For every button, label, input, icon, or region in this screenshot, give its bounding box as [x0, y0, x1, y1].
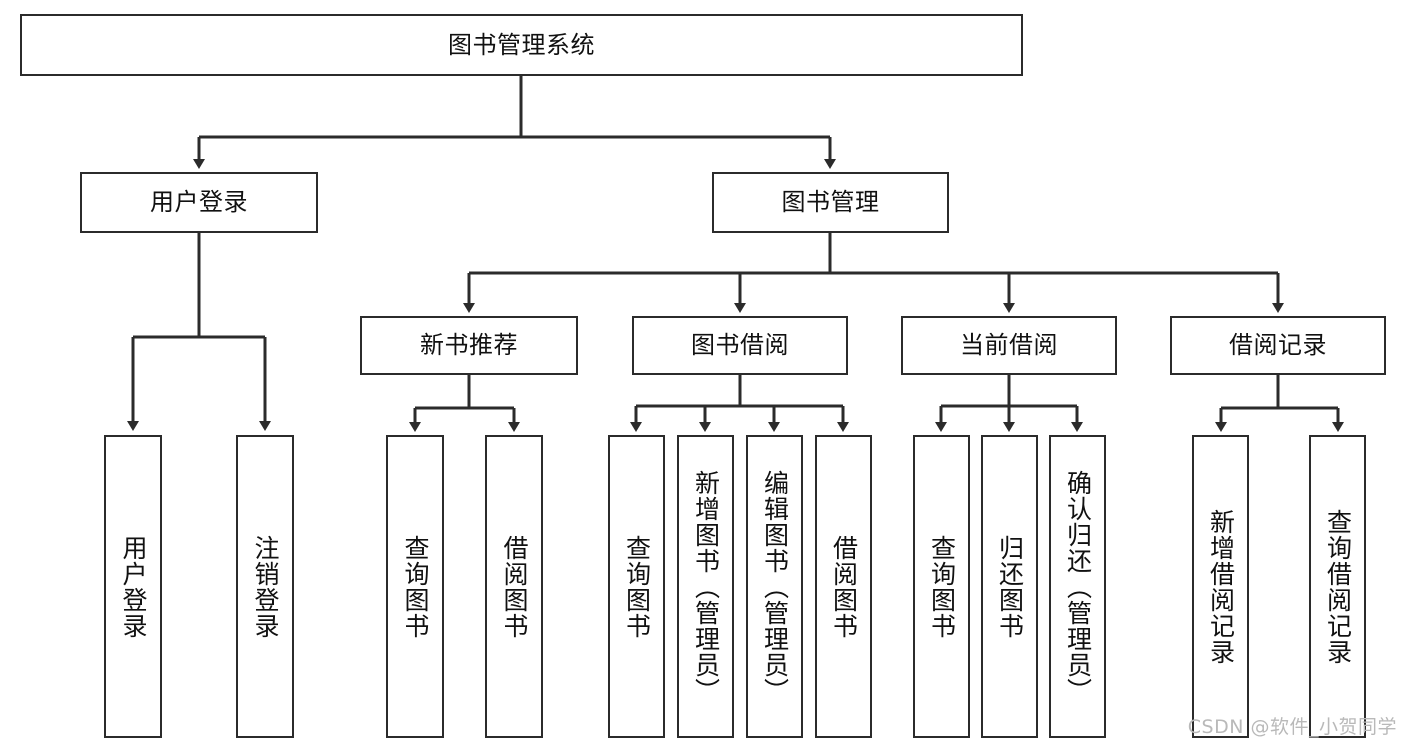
node-leaf-query-record[interactable]: 查询借阅记录	[1309, 435, 1366, 738]
node-leaf-user-login[interactable]: 用户登录	[104, 435, 162, 738]
node-book-borrow[interactable]: 图书借阅	[632, 316, 848, 375]
node-book-management-label: 图书管理	[781, 188, 880, 217]
node-user-login-label: 用户登录	[150, 188, 248, 217]
node-borrow-record-label: 借阅记录	[1229, 331, 1327, 360]
node-leaf-borrow-book-1[interactable]: 借阅图书	[485, 435, 543, 738]
node-new-book-recommend[interactable]: 新书推荐	[360, 316, 578, 375]
node-leaf-query-book-2-label: 查询图书	[622, 534, 652, 639]
node-book-management[interactable]: 图书管理	[712, 172, 949, 233]
node-leaf-add-book[interactable]: 新增图书（管理员）	[677, 435, 734, 738]
node-leaf-query-book-3-label: 查询图书	[927, 534, 957, 639]
node-leaf-borrow-book-1-label: 借阅图书	[500, 534, 529, 639]
node-leaf-query-book-1[interactable]: 查询图书	[386, 435, 444, 738]
node-leaf-user-logout[interactable]: 注销登录	[236, 435, 294, 738]
node-leaf-query-record-label: 查询借阅记录	[1323, 508, 1353, 665]
node-leaf-confirm-return[interactable]: 确认归还（管理员）	[1049, 435, 1106, 738]
node-leaf-edit-book-label: 编辑图书（管理员）	[760, 469, 790, 704]
node-leaf-add-record[interactable]: 新增借阅记录	[1192, 435, 1249, 738]
node-leaf-query-book-2[interactable]: 查询图书	[608, 435, 665, 738]
node-leaf-borrow-book-2-label: 借阅图书	[829, 534, 859, 639]
node-book-borrow-label: 图书借阅	[691, 331, 789, 360]
node-leaf-confirm-return-label: 确认归还（管理员）	[1063, 469, 1093, 704]
node-root-label: 图书管理系统	[448, 30, 595, 59]
node-current-borrow-label: 当前借阅	[960, 331, 1058, 360]
node-user-login[interactable]: 用户登录	[80, 172, 318, 233]
node-leaf-borrow-book-2[interactable]: 借阅图书	[815, 435, 872, 738]
node-root[interactable]: 图书管理系统	[20, 14, 1023, 76]
node-borrow-record[interactable]: 借阅记录	[1170, 316, 1386, 375]
node-leaf-query-book-3[interactable]: 查询图书	[913, 435, 970, 738]
node-new-book-recommend-label: 新书推荐	[420, 331, 518, 360]
node-leaf-edit-book[interactable]: 编辑图书（管理员）	[746, 435, 803, 738]
node-leaf-user-login-label: 用户登录	[119, 534, 148, 639]
node-leaf-user-logout-label: 注销登录	[251, 534, 280, 639]
node-current-borrow[interactable]: 当前借阅	[901, 316, 1117, 375]
node-leaf-return-book-label: 归还图书	[995, 534, 1025, 639]
watermark-text: CSDN @软件_小贺同学	[1187, 716, 1397, 738]
node-leaf-add-book-label: 新增图书（管理员）	[691, 469, 721, 704]
node-leaf-add-record-label: 新增借阅记录	[1206, 508, 1236, 665]
node-leaf-return-book[interactable]: 归还图书	[981, 435, 1038, 738]
node-leaf-query-book-1-label: 查询图书	[401, 534, 430, 639]
